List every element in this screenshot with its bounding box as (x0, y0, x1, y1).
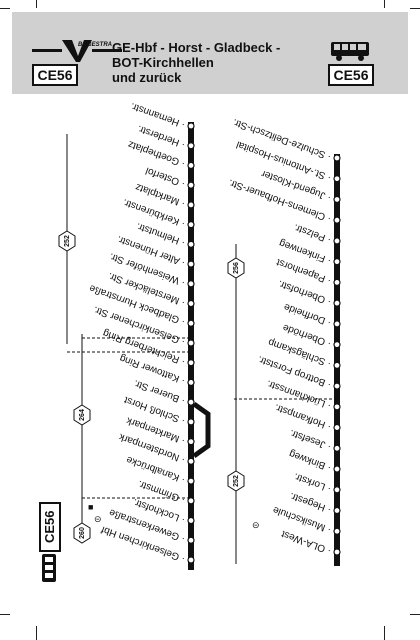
parking-icon: ⊝ (252, 520, 260, 530)
right-stop-dot (333, 154, 341, 162)
left-stop-dot (187, 142, 195, 150)
route-badge-vertical: CE56 (39, 502, 61, 552)
right-stop-dot (333, 403, 341, 411)
right-stop-dot (333, 548, 341, 556)
left-stop-dot (187, 398, 195, 406)
left-stop-dot (187, 497, 195, 505)
timetable-page: BOGESTRA GE-Hbf - Horst - Gladbeck - BOT… (12, 12, 408, 598)
connection-badge-256: 256 (227, 257, 245, 279)
left-stop-dot (187, 516, 195, 525)
bus-icon (331, 42, 369, 61)
crop-mark (36, 626, 37, 640)
left-stop-dot (187, 221, 195, 229)
route-badge: CE56 (32, 64, 78, 86)
right-stop-dots (333, 154, 341, 556)
right-stop-dot (333, 216, 341, 224)
connection-badge-252-right: 252 (227, 470, 245, 492)
right-stop-dot (333, 341, 341, 349)
connection-badge-264: 264 (73, 404, 91, 426)
bus-station-icon: ⊝ (94, 514, 102, 524)
left-stop-dot (187, 418, 195, 426)
railway-icon: ■ (88, 502, 94, 512)
right-stop-dot (333, 320, 341, 328)
tram-icon (42, 554, 56, 582)
crop-mark (410, 614, 420, 615)
left-stop-dot (187, 240, 195, 248)
left-stop-dot (187, 260, 195, 268)
left-stop-dot (187, 161, 195, 170)
right-stop-dot (333, 506, 341, 515)
right-stop-dot (333, 465, 341, 473)
route-title: GE-Hbf - Horst - Gladbeck - BOT-Kirchhel… (112, 40, 281, 85)
left-stop-dot (187, 359, 195, 367)
left-stop-dot (187, 477, 195, 485)
left-stop-dot (187, 536, 195, 544)
right-stop-dot (333, 195, 341, 204)
route-badge-right: CE56 (328, 64, 374, 86)
right-stop-dot (333, 361, 341, 369)
crop-mark (384, 626, 385, 640)
left-stop-dot (187, 339, 195, 347)
brand-subtitle: BOGESTRA (78, 42, 113, 48)
right-stop-dot (333, 423, 341, 432)
crop-mark (384, 0, 385, 8)
right-stop-dot (333, 175, 341, 183)
right-stop-dot (333, 258, 341, 266)
left-stop-dot (187, 280, 195, 288)
right-stop-dot (333, 278, 341, 287)
right-stop-dot (333, 444, 341, 452)
crop-mark (36, 0, 37, 8)
left-stop-dot (187, 122, 195, 130)
crop-mark (0, 614, 10, 615)
left-stop-dot (187, 438, 195, 446)
right-stop-dot (333, 237, 341, 245)
left-stop-dot (187, 556, 195, 564)
left-stop-dot (187, 299, 195, 308)
right-stop-dot (333, 299, 341, 307)
left-stop-dot (187, 457, 195, 465)
left-stop-dot (187, 319, 195, 327)
right-stop-dot (333, 527, 341, 535)
left-stop-dot (187, 181, 195, 189)
left-stop-dot (187, 378, 195, 387)
left-stop-dots (187, 122, 195, 564)
connection-badge-252: 252 (58, 230, 76, 252)
logo-icon (32, 40, 122, 62)
right-stop-dot (333, 486, 341, 494)
crop-mark (410, 8, 420, 9)
left-stop-dot (187, 201, 195, 209)
right-stop-dot (333, 382, 341, 390)
route-header: BOGESTRA GE-Hbf - Horst - Gladbeck - BOT… (12, 12, 408, 94)
crop-mark (0, 8, 10, 9)
connection-badge-260: 260 (73, 522, 91, 544)
